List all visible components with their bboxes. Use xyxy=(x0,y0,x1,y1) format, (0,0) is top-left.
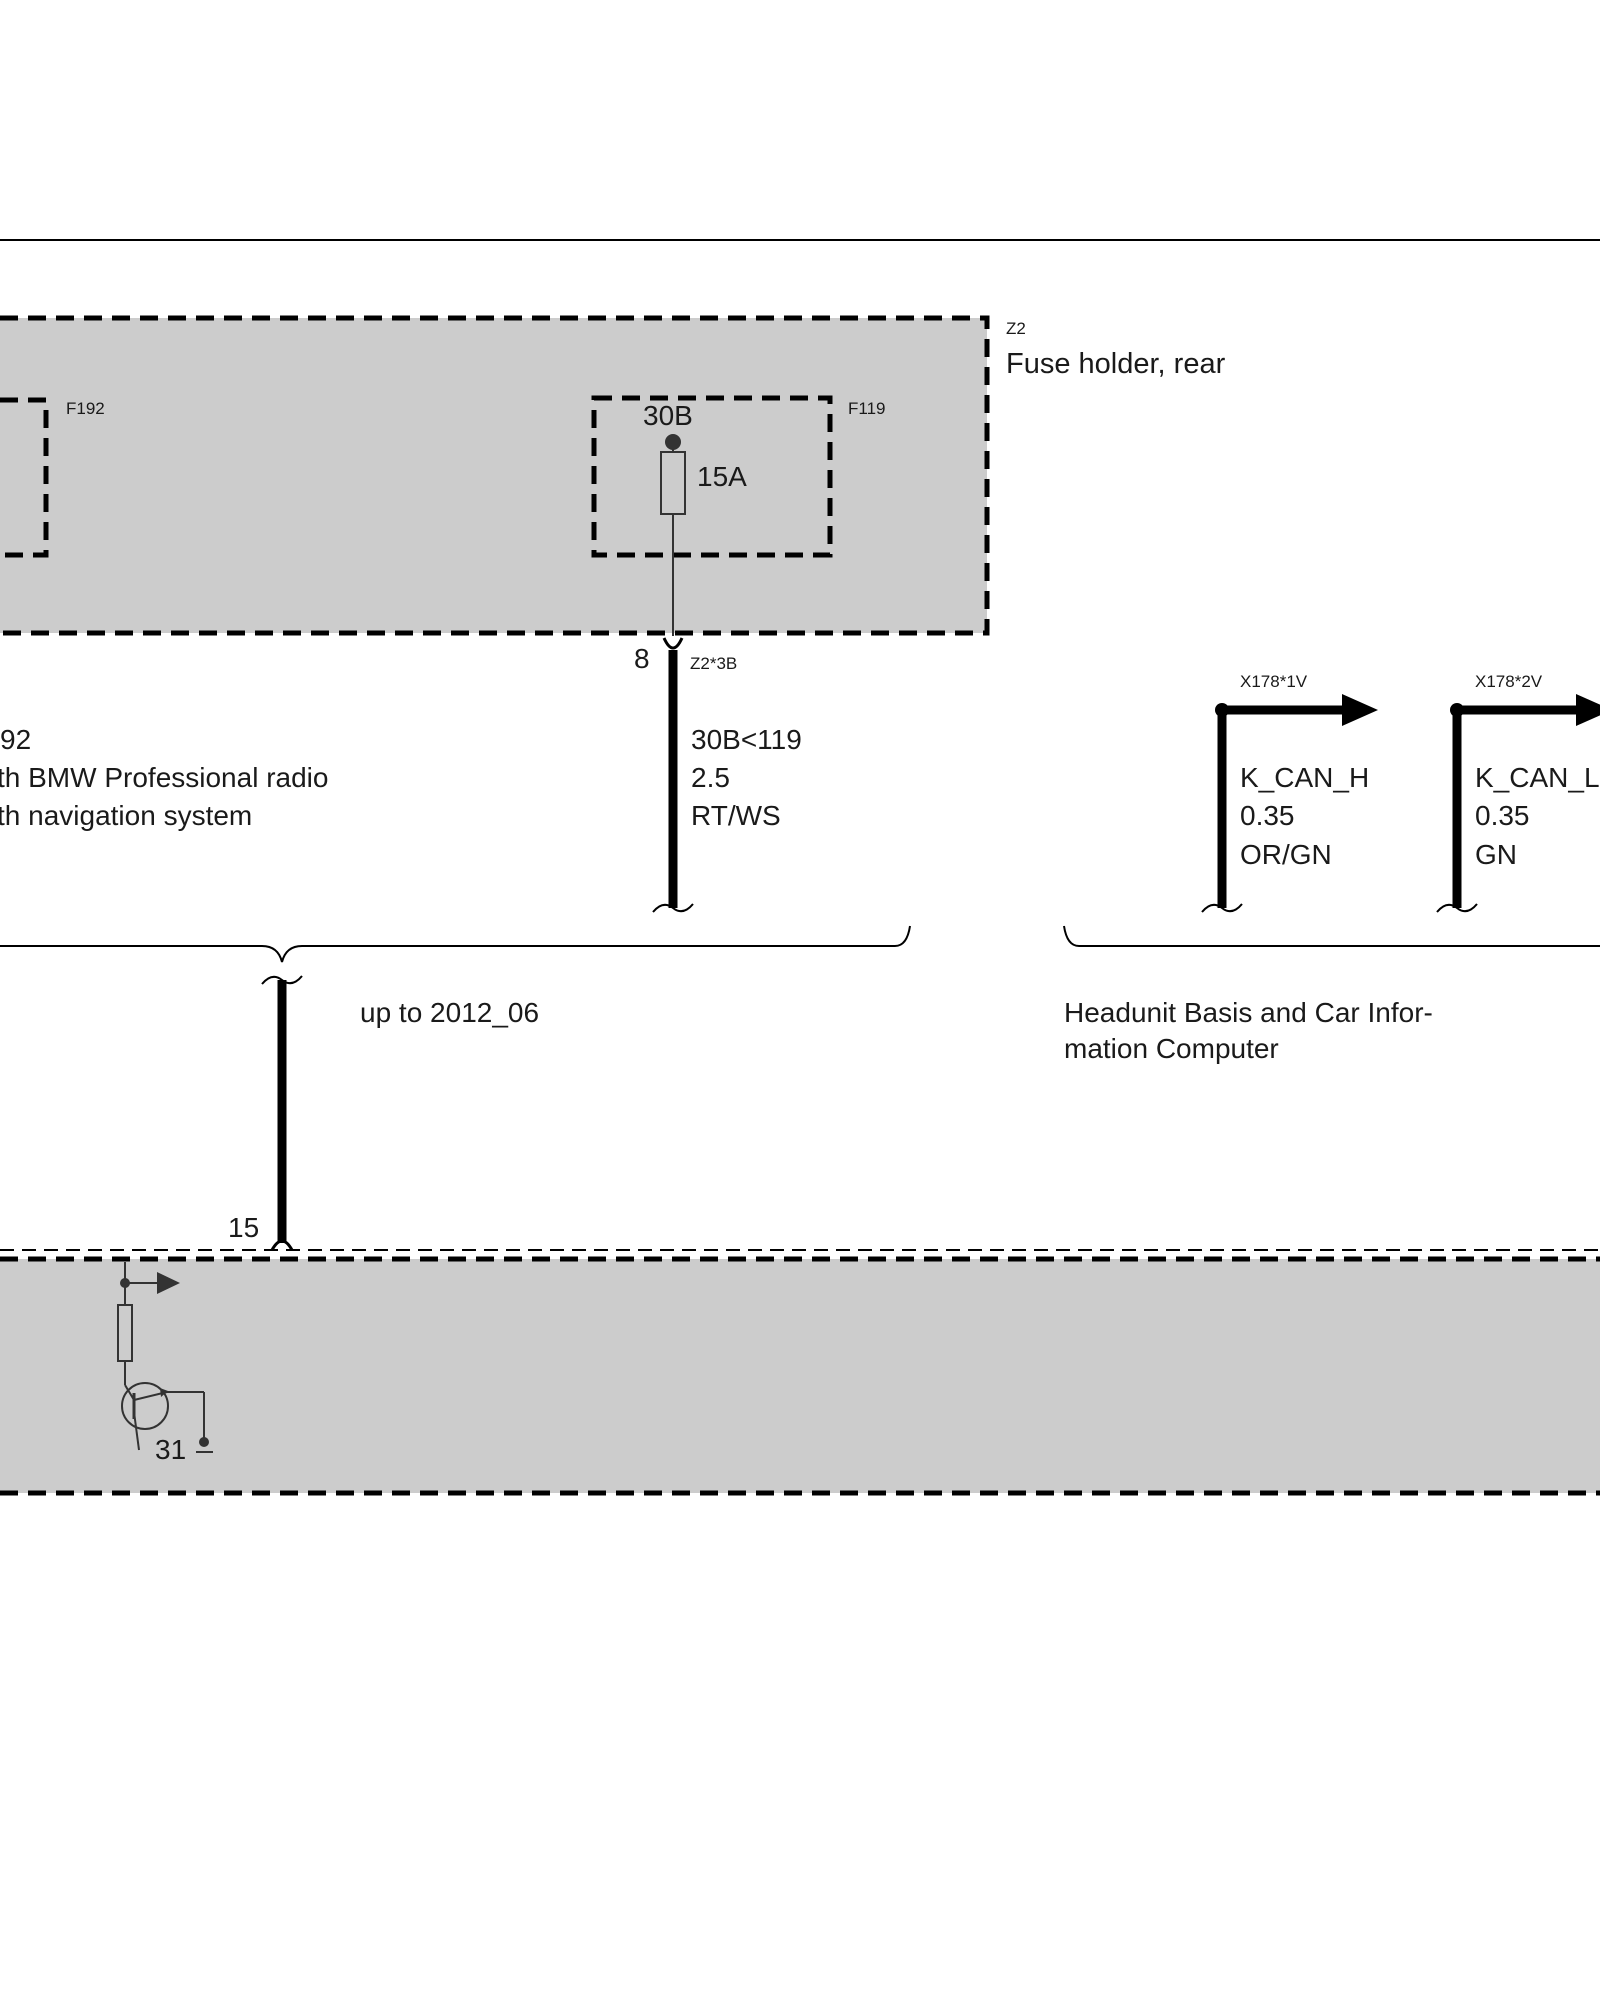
can-high-color: OR/GN xyxy=(1240,839,1332,870)
can-low-color: GN xyxy=(1475,839,1517,870)
transistor-symbol xyxy=(121,1382,169,1430)
supply-wire-pin: 8 xyxy=(634,643,650,674)
fuse-f119-outline xyxy=(591,395,833,558)
supply-wire-circuit: 30B<119 xyxy=(691,724,802,755)
fuse-f119-terminal: 30B xyxy=(643,400,693,431)
can-low-wire-break xyxy=(1436,903,1478,913)
supply-wire-connector: Z2*3B xyxy=(690,654,737,673)
fuse-f192-description: 92 th BMW Professional radio th navigati… xyxy=(0,724,328,831)
fuse-f119-id: F119 xyxy=(848,399,886,418)
transistor-emitter-arrow xyxy=(160,1388,168,1397)
can-low-connector: X178*2V xyxy=(1475,672,1543,691)
lower-module-body xyxy=(0,1259,1600,1493)
fuse-holder-name: Fuse holder, rear xyxy=(1006,348,1226,380)
transistor-base-lead xyxy=(133,1411,140,1451)
fuse-holder-z2: Z2 Fuse holder, rear xyxy=(0,315,1226,636)
module-pin-label: 15 xyxy=(228,1212,259,1243)
fuse-f192-outline xyxy=(0,397,49,558)
variant-bracket-curve xyxy=(0,925,911,963)
module-feed-wire: 15 xyxy=(228,975,303,1251)
can-low-arrow-head xyxy=(1576,694,1600,726)
variant-bracket: up to 2012_06 xyxy=(0,925,911,1028)
module-pin-arc xyxy=(270,1239,294,1251)
headunit-bracket: Headunit Basis and Car Infor- mation Com… xyxy=(1063,925,1600,1064)
supply-wire-break xyxy=(652,903,694,913)
internal-signal-arrow xyxy=(157,1272,180,1294)
can-low-line: X178*2V K_CAN_L 0.35 GN xyxy=(1436,672,1600,913)
transistor-collector xyxy=(124,1384,135,1401)
fuse-holder-id: Z2 xyxy=(1006,319,1026,338)
fuse-f192-desc-line-1: 92 xyxy=(0,724,31,755)
can-high-arrow-head xyxy=(1342,694,1378,726)
transistor-circuit: 31 xyxy=(117,1262,213,1465)
can-low-section: 0.35 xyxy=(1475,800,1530,831)
headunit-note-line-1: Headunit Basis and Car Infor- xyxy=(1064,997,1433,1028)
supply-wire: 8 Z2*3B 30B<119 2.5 RT/WS xyxy=(634,637,802,913)
can-low-signal: K_CAN_L xyxy=(1475,762,1600,793)
headunit-note-line-2: mation Computer xyxy=(1064,1033,1279,1064)
can-high-connector: X178*1V xyxy=(1240,672,1308,691)
fuse-f192-id: F192 xyxy=(66,399,105,418)
fuse-f192-desc-line-3: th navigation system xyxy=(0,800,252,831)
ground-terminal-label: 31 xyxy=(155,1434,186,1465)
can-high-signal: K_CAN_H xyxy=(1240,762,1369,793)
can-high-section: 0.35 xyxy=(1240,800,1295,831)
connector-pin-arc xyxy=(662,637,684,650)
fuse-f192-desc-line-2: th BMW Professional radio xyxy=(0,762,328,793)
variant-note: up to 2012_06 xyxy=(360,997,539,1028)
headunit-bracket-curve xyxy=(1063,925,1600,947)
supply-wire-color: RT/WS xyxy=(691,800,781,831)
can-high-wire-break xyxy=(1201,903,1243,913)
fuse-f192: F192 xyxy=(0,397,105,558)
supply-wire-section: 2.5 xyxy=(691,762,730,793)
fuse-f119-rating: 15A xyxy=(697,461,747,492)
fuse-f119: F119 30B 15A xyxy=(591,395,886,636)
fuse-holder-body xyxy=(0,318,987,633)
ground-dot xyxy=(199,1437,209,1447)
fuse-holder-outline xyxy=(0,315,990,636)
can-high-line: X178*1V K_CAN_H 0.35 OR/GN xyxy=(1201,672,1378,913)
lower-module: 31 xyxy=(0,1249,1600,1496)
